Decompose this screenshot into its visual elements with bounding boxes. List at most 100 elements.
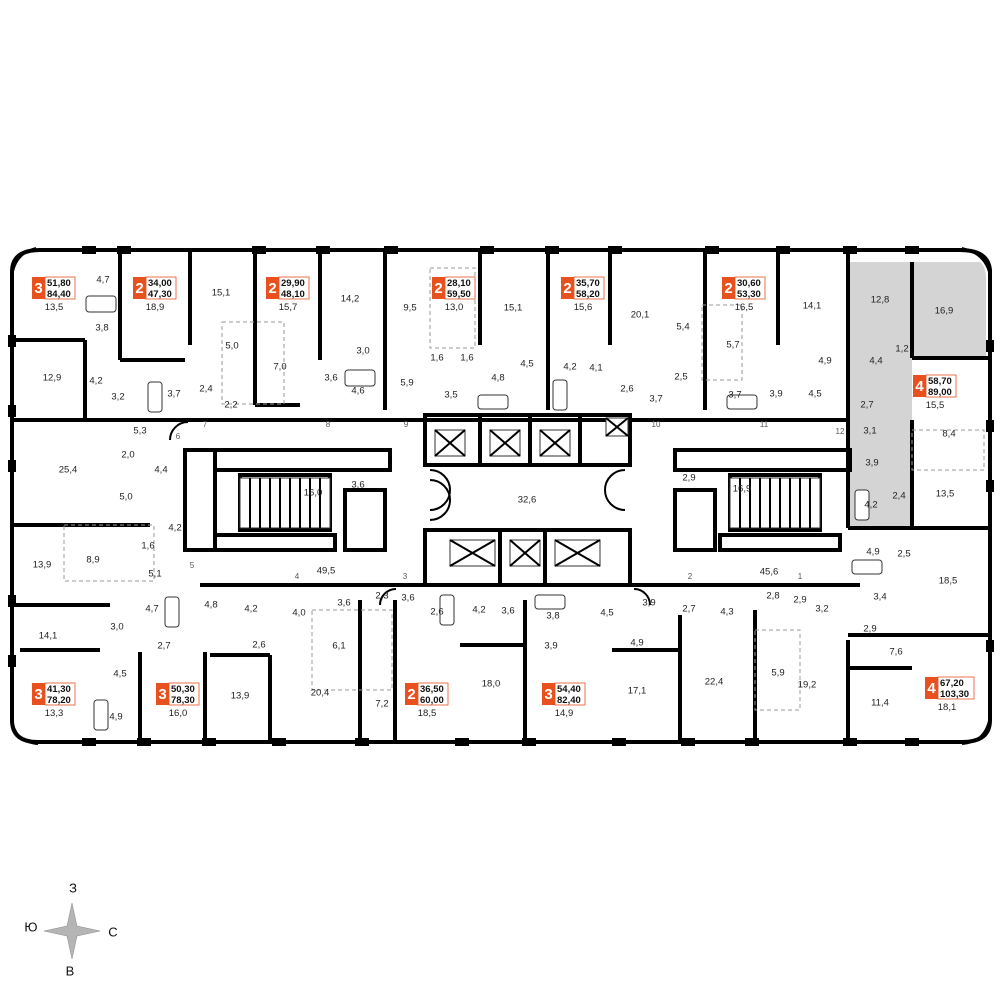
- total-area: 58,70: [928, 376, 952, 387]
- room-area: 1,6: [141, 541, 154, 552]
- full-area: 53,30: [737, 289, 761, 300]
- room-area: 15,1: [504, 303, 523, 314]
- room-area: 3,5: [444, 390, 457, 401]
- room-area: 18,5: [939, 576, 958, 587]
- total-area: 50,30: [171, 684, 195, 695]
- room-area: 5,7: [726, 340, 739, 351]
- room-count-badge: [405, 683, 418, 705]
- living-area: 18,9: [146, 302, 165, 313]
- room-area: 49,5: [317, 566, 336, 577]
- room-count-badge: [542, 683, 555, 705]
- total-area: 28,10: [447, 278, 471, 289]
- room-area: 7,6: [889, 647, 902, 658]
- room-area: 16,9: [935, 306, 954, 317]
- room-area: 22,4: [705, 677, 724, 688]
- stair-icons: [239, 477, 821, 529]
- total-area: 30,60: [737, 278, 761, 289]
- room-area: 4,9: [630, 638, 643, 649]
- room-area: 2,6: [620, 384, 633, 395]
- room-area: 3,7: [728, 390, 741, 401]
- area-box: [417, 682, 449, 706]
- bathtub-icons: [85, 295, 883, 731]
- room-count: 2: [434, 280, 442, 297]
- area-box: [573, 276, 605, 300]
- room-area: 4,8: [491, 373, 504, 384]
- room-labels: 4,7 15,1 14,2 9,5 15,1 20,1 14,1 12,8 16…: [33, 275, 958, 723]
- living-area: 15,5: [926, 400, 945, 411]
- room-area: 2,9: [793, 595, 806, 606]
- living-area: 18,5: [418, 708, 437, 719]
- room-count-badge: [156, 683, 169, 705]
- room-count-badge: [925, 677, 938, 699]
- room-count: 3: [544, 686, 552, 703]
- door-number: 12: [836, 427, 845, 436]
- room-area: 3,9: [642, 598, 655, 609]
- compass-north: З: [69, 880, 77, 895]
- living-area: 13,0: [445, 302, 464, 313]
- room-area: 3,6: [401, 593, 414, 604]
- full-area: 78,30: [171, 695, 195, 706]
- full-area: 89,00: [928, 387, 952, 398]
- room-area: 25,4: [59, 465, 78, 476]
- elevator-icons: [434, 417, 629, 567]
- living-area: 13,3: [45, 708, 64, 719]
- room-area: 4,3: [720, 607, 733, 618]
- room-area: 2,8: [766, 591, 779, 602]
- total-area: 36,50: [420, 684, 444, 695]
- room-area: 3,8: [546, 611, 559, 622]
- total-area: 34,00: [148, 278, 172, 289]
- door-swings: [169, 421, 651, 606]
- room-area: 16,9: [733, 484, 752, 495]
- room-area: 3,2: [111, 392, 124, 403]
- room-area: 12,9: [43, 373, 62, 384]
- room-area: 4,2: [89, 376, 102, 387]
- room-area: 2,3: [375, 591, 388, 602]
- room-area: 1,2: [895, 344, 908, 355]
- door-number: 5: [190, 561, 195, 570]
- selected-apartment-fill[interactable]: [849, 262, 986, 528]
- area-box: [168, 682, 200, 706]
- room-area: 2,5: [897, 549, 910, 560]
- door-numbers: 6 7 8 9 10 11 12 5 4 3 2 1: [176, 420, 845, 581]
- room-area: 20,4: [311, 688, 330, 699]
- total-area: 54,40: [557, 684, 581, 695]
- outer-walls: [10, 247, 992, 745]
- room-area: 5,4: [676, 322, 689, 333]
- door-number: 3: [403, 572, 408, 581]
- room-count-badge: [32, 277, 45, 299]
- room-area: 2,0: [121, 450, 134, 461]
- compass: З Ю С В: [24, 880, 117, 978]
- room-area: 4,4: [869, 356, 882, 367]
- room-count-badge: [561, 277, 574, 299]
- room-area: 5,0: [119, 492, 132, 503]
- room-area: 17,1: [628, 686, 647, 697]
- room-area: 8,4: [942, 429, 955, 440]
- living-area: 13,5: [45, 302, 64, 313]
- living-area: 14,9: [555, 708, 574, 719]
- full-area: 48,10: [281, 289, 305, 300]
- total-area: 35,70: [576, 278, 600, 289]
- full-area: 60,00: [420, 695, 444, 706]
- room-area: 3,8: [95, 323, 108, 334]
- room-area: 1,6: [460, 353, 473, 364]
- room-area: 15,1: [212, 288, 231, 299]
- room-area: 3,9: [769, 389, 782, 400]
- partition-walls: [14, 252, 988, 740]
- room-area: 4,5: [520, 359, 533, 370]
- room-area: 5,9: [771, 668, 784, 679]
- room-area: 2,5: [674, 372, 687, 383]
- door-number: 7: [203, 420, 208, 429]
